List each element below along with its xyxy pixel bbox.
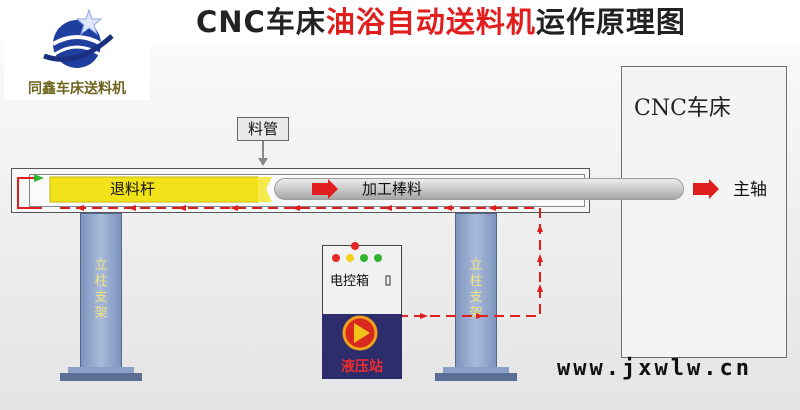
indicator-light-green-2 bbox=[374, 254, 382, 262]
indicator-light-red bbox=[332, 254, 340, 262]
flow-start-arrow-icon bbox=[34, 174, 44, 182]
globe-star-logo-icon bbox=[43, 8, 114, 68]
right-column-base bbox=[435, 373, 517, 381]
right-column-char: 立 bbox=[469, 258, 483, 273]
left-column-char: 支 bbox=[94, 290, 108, 305]
play-triangle-icon bbox=[354, 323, 370, 343]
right-column-char: 柱 bbox=[469, 274, 483, 289]
right-column-base-plate bbox=[443, 367, 509, 373]
left-column-base bbox=[60, 373, 142, 381]
pusher-rod bbox=[49, 176, 267, 203]
hydraulic-station-label: 液压站 bbox=[341, 359, 383, 375]
flow-arrows bbox=[76, 205, 543, 319]
left-column-char: 架 bbox=[94, 306, 108, 321]
bar-push-arrow-icon bbox=[312, 179, 338, 199]
bar-stock-label: 加工棒料 bbox=[362, 180, 423, 198]
left-column-label: 立 柱 支 架 bbox=[80, 258, 122, 322]
control-box-handle bbox=[385, 275, 391, 286]
cnc-lathe-label: CNC车床 bbox=[634, 96, 731, 121]
right-support-column bbox=[455, 213, 497, 371]
feed-arrow-icon bbox=[258, 158, 268, 166]
spindle-label: 主轴 bbox=[733, 180, 767, 200]
title-part-1: CNC车床 bbox=[196, 5, 326, 39]
cnc-lathe-frame bbox=[621, 66, 787, 358]
left-support-column bbox=[80, 213, 122, 371]
website-watermark: www.jxwlw.cn bbox=[557, 356, 752, 381]
pusher-rod-label: 退料杆 bbox=[110, 180, 156, 198]
left-column-char: 柱 bbox=[94, 274, 108, 289]
right-column-char: 支 bbox=[469, 290, 483, 305]
left-column-char: 立 bbox=[94, 258, 108, 273]
title-part-highlight: 油浴自动送料机 bbox=[325, 5, 536, 39]
top-indicator-light bbox=[351, 242, 359, 250]
indicator-light-yellow bbox=[346, 254, 354, 262]
logo-company-name: 同鑫车床送料机 bbox=[28, 81, 126, 97]
title-part-2: 运作原理图 bbox=[535, 5, 686, 39]
control-box-label: 电控箱 bbox=[330, 274, 370, 289]
bar-stock bbox=[274, 178, 684, 200]
page-title: CNC车床油浴自动送料机运作原理图 bbox=[196, 2, 686, 42]
company-logo: 同鑫车床送料机 bbox=[4, 4, 150, 100]
spindle-arrow-icon bbox=[693, 179, 719, 199]
feed-tube-label: 料管 bbox=[237, 117, 289, 141]
pusher-rod-head bbox=[258, 177, 272, 202]
indicator-light-green bbox=[360, 254, 368, 262]
left-column-base-plate bbox=[68, 367, 134, 373]
